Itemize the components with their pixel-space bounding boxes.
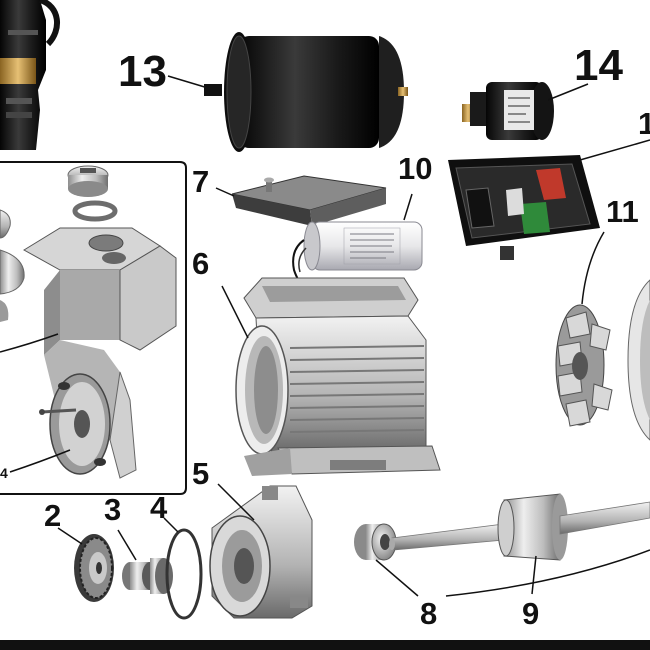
leader-4 bbox=[163, 517, 179, 533]
leader-11 bbox=[581, 231, 605, 305]
impeller-part-2 bbox=[74, 534, 114, 602]
label-13: 13 bbox=[118, 47, 167, 96]
leader-12 bbox=[579, 139, 650, 161]
label-4-small: 4 bbox=[0, 465, 8, 481]
label-9: 9 bbox=[522, 596, 540, 631]
leader-6 bbox=[221, 285, 249, 339]
plug-screw bbox=[67, 165, 118, 222]
label-3: 3 bbox=[104, 492, 122, 527]
terminal-lid-part-7 bbox=[231, 175, 387, 226]
leader-2 bbox=[57, 527, 83, 545]
bottom-border-band bbox=[0, 640, 650, 650]
o-ring-part-4 bbox=[165, 528, 203, 620]
label-11: 11 bbox=[606, 194, 639, 229]
rotor-shaft-part-9 bbox=[389, 493, 650, 561]
pressure-switch-part-14 bbox=[462, 82, 554, 140]
control-box-part-12 bbox=[448, 155, 600, 260]
exploded-view-frame bbox=[0, 161, 187, 495]
label-8: 8 bbox=[420, 596, 438, 631]
leader-5 bbox=[217, 483, 255, 521]
leader-lines-frame bbox=[0, 333, 71, 473]
label-2: 2 bbox=[44, 498, 62, 533]
label-6: 6 bbox=[192, 246, 210, 281]
pressure-tank-part-13 bbox=[204, 32, 408, 152]
pump-body bbox=[23, 227, 177, 479]
seal-part-3 bbox=[122, 558, 173, 594]
label-12-partial: 1 bbox=[638, 106, 650, 141]
cable-gland-part bbox=[0, 0, 61, 150]
leader-14 bbox=[547, 83, 589, 101]
label-4: 4 bbox=[150, 490, 168, 525]
fan-part-11 bbox=[555, 279, 650, 441]
label-7: 7 bbox=[192, 164, 210, 199]
label-14: 14 bbox=[574, 41, 623, 90]
bearing-part-8 bbox=[354, 523, 397, 561]
motor-housing-part-6 bbox=[235, 277, 441, 476]
bracket-part-5 bbox=[209, 485, 313, 619]
leader-3 bbox=[117, 529, 137, 561]
label-10: 10 bbox=[398, 151, 433, 186]
partial-discs-left bbox=[0, 209, 25, 322]
leader-7 bbox=[215, 187, 235, 197]
label-5: 5 bbox=[192, 456, 210, 491]
leader-10 bbox=[403, 193, 413, 221]
leader-8-9 bbox=[375, 549, 650, 597]
capacitor-part-10 bbox=[292, 221, 423, 287]
leader-13 bbox=[167, 75, 209, 89]
